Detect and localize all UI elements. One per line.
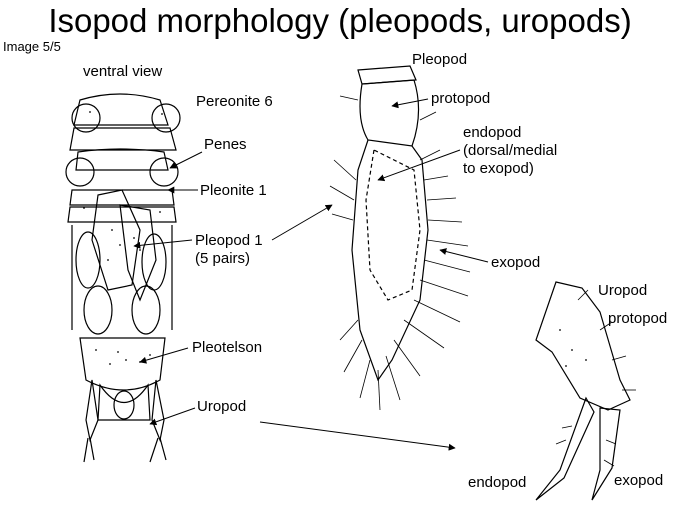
view-label: ventral view: [83, 63, 163, 80]
label-endopod-note-2: to exopod): [463, 160, 534, 177]
label-uropod-protopod: protopod: [608, 310, 668, 327]
label-pereonite-6: Pereonite 6: [196, 93, 273, 110]
label-pleopod-1: Pleopod 1 (5 pairs): [195, 232, 263, 268]
label-pleopod-1-name: Pleopod 1: [195, 232, 263, 249]
pleopod-drawing: [329, 65, 471, 411]
label-penes: Penes: [204, 136, 247, 153]
label-uropod-left: Uropod: [197, 398, 247, 415]
uropod-drawing: [535, 281, 636, 501]
label-uropod-exopod: exopod: [614, 472, 664, 489]
pleopod-heading: Pleopod: [412, 51, 468, 68]
label-endopod-note-1: (dorsal/medial: [463, 142, 558, 159]
label-pleopod-protopod: protopod: [431, 90, 491, 107]
uropod-heading: Uropod: [598, 282, 648, 299]
label-endopod-name: endopod: [463, 124, 522, 141]
label-pleopod-exopod: exopod: [491, 254, 541, 271]
label-pleotelson: Pleotelson: [192, 339, 263, 356]
label-pleopod-endopod: endopod (dorsal/medial to exopod): [463, 124, 557, 178]
label-pleonite-1: Pleonite 1: [200, 182, 267, 199]
label-uropod-endopod: endopod: [468, 474, 527, 491]
image-counter: Image 5/5: [3, 39, 61, 54]
page-title: Isopod morphology (pleopods, uropods): [48, 2, 632, 39]
label-pleopod-1-pairs: (5 pairs): [195, 250, 251, 267]
ventral-body-drawing: [65, 93, 181, 463]
